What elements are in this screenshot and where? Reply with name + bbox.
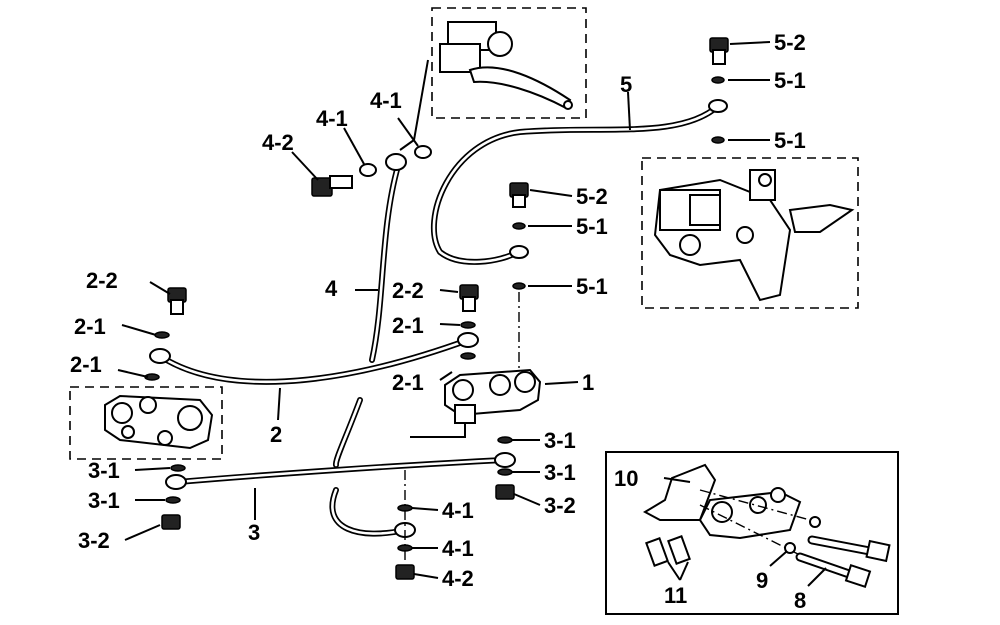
- leader-lines: [117, 41, 827, 587]
- label-4-1-d: 4-1: [442, 536, 474, 561]
- label-2-1-b: 2-1: [70, 352, 102, 377]
- label-11: 11: [664, 583, 687, 608]
- label-4-1-a: 4-1: [316, 106, 348, 131]
- label-3-2-left: 3-2: [78, 528, 110, 553]
- master-cylinder: [399, 21, 573, 151]
- label-5: 5: [620, 72, 632, 97]
- label-3-2-right: 3-2: [544, 493, 576, 518]
- label-5-1-c: 5-1: [576, 214, 608, 239]
- caliper-box: [641, 157, 859, 309]
- label-5-2-top: 5-2: [774, 30, 806, 55]
- label-3-1-b: 3-1: [88, 488, 120, 513]
- bracket-detail-box: [605, 451, 899, 615]
- bracket-detail: [642, 463, 891, 588]
- valve-detail-box: [69, 386, 223, 460]
- label-2-1-d: 2-1: [392, 370, 424, 395]
- label-2: 2: [270, 422, 282, 447]
- label-5-1-a: 5-1: [774, 68, 806, 93]
- label-8: 8: [794, 588, 806, 613]
- hose-5: [430, 103, 721, 265]
- label-2-1-a: 2-1: [74, 314, 106, 339]
- label-2-2-left: 2-2: [86, 268, 118, 293]
- label-4-2-bottom: 4-2: [442, 566, 474, 591]
- label-4: 4: [325, 276, 338, 301]
- label-2-2-right: 2-2: [392, 278, 424, 303]
- label-3-1-c: 3-1: [544, 428, 576, 453]
- label-3-1-a: 3-1: [88, 458, 120, 483]
- hose-3: [175, 457, 508, 485]
- hose-4: [329, 163, 408, 537]
- master-cylinder-box: [431, 7, 587, 119]
- label-5-1-b: 5-1: [774, 128, 806, 153]
- label-5-1-d: 5-1: [576, 274, 608, 299]
- label-1: 1: [582, 370, 594, 395]
- callout-labels: 5-2 5-1 5-1 5 5-2 5-1 5-1 4-2 4-1 4-1 4 …: [70, 30, 806, 613]
- hose-2: [157, 337, 471, 385]
- label-3: 3: [248, 520, 260, 545]
- label-5-2-mid: 5-2: [576, 184, 608, 209]
- label-4-1-c: 4-1: [442, 498, 474, 523]
- label-4-1-b: 4-1: [370, 88, 402, 113]
- label-10: 10: [614, 466, 638, 491]
- label-9: 9: [756, 568, 768, 593]
- bolts-and-washers: [144, 37, 729, 580]
- valve-1: [410, 368, 542, 438]
- label-2-1-c: 2-1: [392, 313, 424, 338]
- label-3-1-d: 3-1: [544, 460, 576, 485]
- brake-caliper: [653, 169, 855, 302]
- valve-detail: [104, 394, 214, 450]
- label-4-2-top: 4-2: [262, 130, 294, 155]
